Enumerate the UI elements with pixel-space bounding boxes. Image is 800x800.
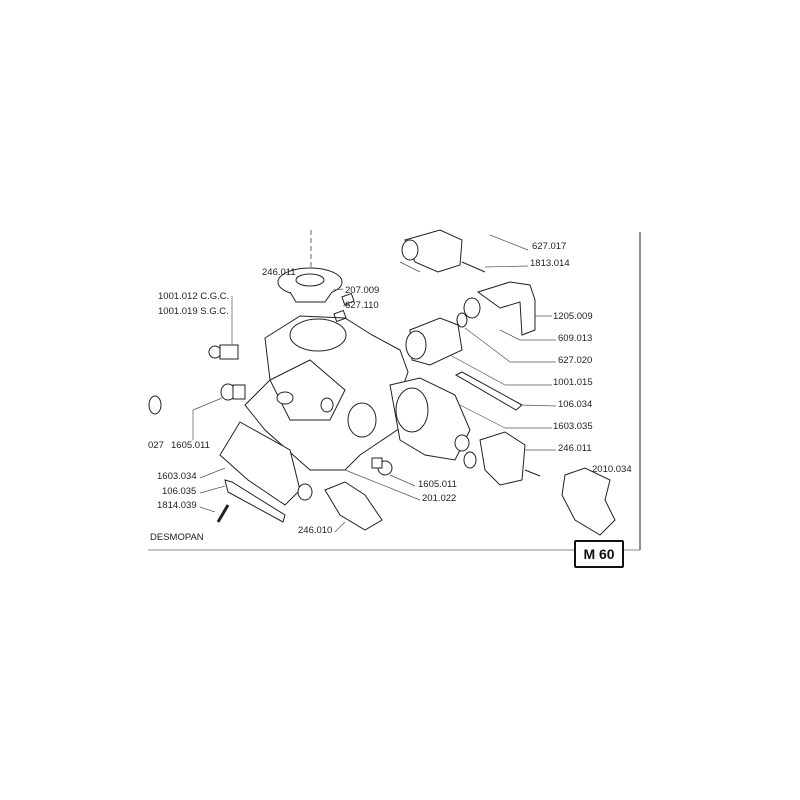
part-label: 1603.035	[553, 421, 593, 432]
part-label: 1205.009	[553, 311, 593, 322]
fitting-1001-015	[405, 317, 463, 366]
pump-head-1603-035	[389, 377, 471, 461]
part-label: 1814.039	[157, 500, 197, 511]
part-label: 106.035	[162, 486, 197, 497]
part-label: 201.022	[422, 493, 457, 504]
page-code-box: M 60	[574, 540, 624, 568]
part-label: 1603.034	[157, 471, 197, 482]
material-note: DESMOPAN	[150, 532, 204, 543]
part-label: 027	[148, 440, 164, 451]
plug-1001-012	[208, 344, 239, 360]
part-label: 106.034	[558, 399, 593, 410]
pump-body-201-022	[244, 315, 413, 471]
plug-1605-011-left	[220, 383, 246, 401]
diaphragm-2010-034	[561, 467, 616, 536]
connector-246-011-right	[463, 431, 541, 486]
part-label: 246.011	[262, 267, 296, 278]
part-label: 1605.011	[418, 479, 457, 490]
part-label: 1001.012 C.G.C.	[158, 291, 230, 302]
part-label: 246.010	[298, 525, 333, 536]
part-label: 1813.014	[530, 258, 570, 269]
cap-207-009	[277, 267, 343, 303]
connector-246-011-top	[401, 229, 486, 273]
oring-627-110-a	[341, 292, 355, 306]
part-label: 627.017	[532, 241, 567, 252]
connector-246-010	[324, 481, 383, 531]
leader-lines	[192, 234, 557, 533]
part-label: 2010.034	[592, 464, 632, 475]
elbow-1205-009	[463, 281, 536, 336]
part-label: 609.013	[558, 333, 593, 344]
part-label: 1001.019 S.G.C.	[158, 306, 229, 317]
plate-106-034	[454, 371, 523, 411]
bearing-027	[148, 395, 162, 415]
oring-627-110-b	[333, 309, 347, 323]
part-label: 1605.011	[171, 440, 210, 451]
screw-1814-039	[216, 504, 230, 523]
part-label: 627.110	[345, 300, 379, 311]
part-label: 1001.015	[553, 377, 593, 388]
oring-609-013	[456, 312, 468, 328]
pump-head-1603-034	[219, 421, 313, 506]
part-label: 207.009	[345, 285, 380, 296]
plug-1605-011-mid	[371, 457, 393, 476]
part-label: 627.020	[558, 355, 593, 366]
plate-106-035	[224, 479, 286, 523]
part-label: 246.011	[558, 443, 592, 454]
